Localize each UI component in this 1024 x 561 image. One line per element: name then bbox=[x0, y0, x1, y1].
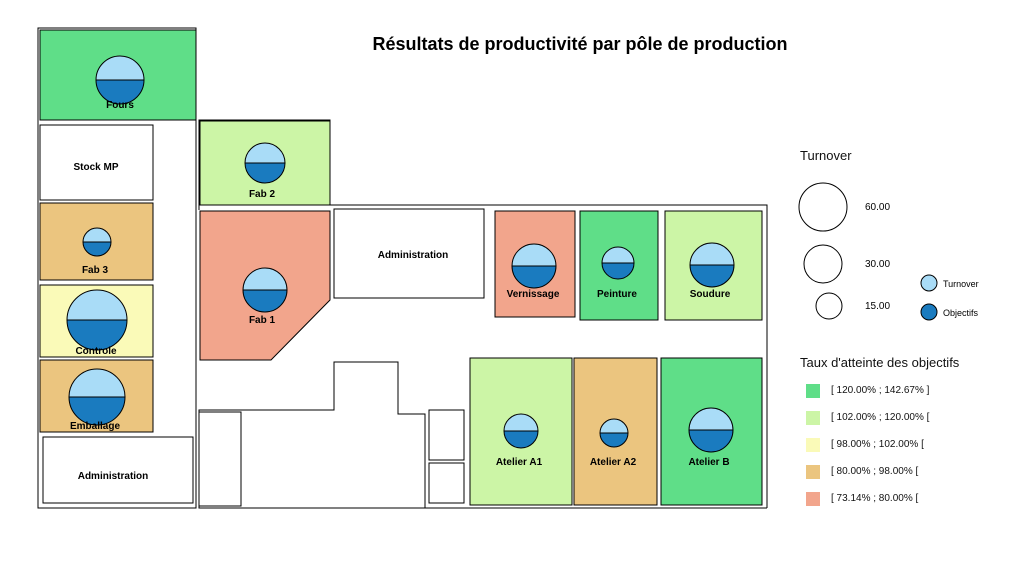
legend-class-label: [ 120.00% ; 142.67% ] bbox=[831, 385, 930, 396]
zone-stock-mp: Stock MP bbox=[39, 124, 154, 201]
legend-class-swatch bbox=[806, 465, 820, 479]
zone-label: Soudure bbox=[690, 289, 731, 300]
zone-atelier-a1: Atelier A1 bbox=[469, 357, 573, 506]
objectifs-half-circle bbox=[688, 429, 734, 453]
objectifs-half-circle bbox=[82, 241, 112, 257]
zone-peinture: Peinture bbox=[579, 210, 659, 321]
zone-label: Fours bbox=[106, 100, 134, 111]
turnover-half-circle bbox=[66, 289, 128, 321]
objectifs-half-circle bbox=[66, 319, 128, 351]
turnover-half-circle bbox=[689, 242, 735, 266]
zone-administration: Administration bbox=[42, 436, 194, 504]
turnover-half-circle bbox=[82, 227, 112, 243]
objectifs-half-circle bbox=[68, 396, 126, 426]
zone-label: Emballage bbox=[70, 421, 120, 432]
zone-atelier-a2: Atelier A2 bbox=[573, 357, 658, 506]
zone-label: Peinture bbox=[597, 289, 637, 300]
legend-turnover-symbol bbox=[920, 274, 938, 292]
zone-atelier-b: Atelier B bbox=[660, 357, 763, 506]
turnover-half-circle bbox=[95, 55, 145, 81]
legend-size-circle-large bbox=[798, 182, 848, 232]
legend-turnover-label: Turnover bbox=[943, 279, 979, 289]
legend-size-circle-small bbox=[815, 292, 843, 320]
zone-label: Atelier A2 bbox=[590, 457, 637, 468]
zone-fours: Fours bbox=[39, 29, 197, 121]
zone-label: Atelier B bbox=[688, 457, 729, 468]
zone-controle: Controle bbox=[39, 284, 154, 358]
turnover-half-circle bbox=[68, 368, 126, 398]
zone-label: Atelier A1 bbox=[496, 457, 543, 468]
legend-class-label: [ 102.00% ; 120.00% [ bbox=[831, 412, 930, 423]
turnover-half-circle bbox=[244, 142, 286, 164]
legend-class-label: [ 98.00% ; 102.00% [ bbox=[831, 439, 924, 450]
legend-classes-heading: Taux d'atteinte des objectifs bbox=[800, 355, 960, 370]
legend-size-symbols: 60.00 30.00 15.00 Turnover Objectifs bbox=[798, 182, 979, 321]
objectifs-half-circle bbox=[689, 264, 735, 288]
zone-vernissage: Vernissage bbox=[494, 210, 576, 318]
legend-class-swatch bbox=[806, 438, 820, 452]
turnover-half-circle bbox=[511, 243, 557, 267]
legend-size-label-small: 15.00 bbox=[865, 301, 890, 312]
legend-objectifs-symbol bbox=[920, 303, 938, 321]
objectifs-half-circle bbox=[599, 432, 629, 448]
zone-area bbox=[42, 436, 194, 504]
turnover-half-circle bbox=[601, 246, 635, 264]
legend-size-label-large: 60.00 bbox=[865, 202, 890, 213]
legend-class-label: [ 80.00% ; 98.00% [ bbox=[831, 466, 919, 477]
legend-class-swatch bbox=[806, 411, 820, 425]
zone-fab-2: Fab 2 bbox=[199, 120, 331, 206]
zone-label: Controle bbox=[75, 346, 117, 357]
zone-area bbox=[333, 208, 485, 299]
turnover-half-circle bbox=[242, 267, 288, 291]
zone-fab-1: Fab 1 bbox=[199, 210, 331, 361]
map-title: Résultats de productivité par pôle de pr… bbox=[372, 34, 788, 54]
turnover-half-circle bbox=[688, 407, 734, 431]
objectifs-half-circle bbox=[95, 79, 145, 105]
zone-soudure: Soudure bbox=[664, 210, 763, 321]
turnover-half-circle bbox=[599, 418, 629, 434]
turnover-half-circle bbox=[503, 413, 539, 432]
legend-objectifs-label: Objectifs bbox=[943, 308, 979, 318]
zone-administration: Administration bbox=[333, 208, 485, 299]
building-outline-right bbox=[198, 361, 426, 509]
zone-label: Fab 3 bbox=[82, 265, 109, 276]
objectifs-half-circle bbox=[601, 262, 635, 280]
zone-label: Administration bbox=[78, 471, 149, 482]
zone-label: Administration bbox=[378, 250, 449, 261]
zone-label: Vernissage bbox=[507, 289, 560, 300]
objectifs-half-circle bbox=[244, 162, 286, 184]
legend-class-swatch bbox=[806, 384, 820, 398]
legend-class-label: [ 73.14% ; 80.00% [ bbox=[831, 493, 919, 504]
zone-label: Stock MP bbox=[73, 162, 118, 173]
zone-area bbox=[39, 124, 154, 201]
zone-fab-3: Fab 3 bbox=[39, 202, 154, 281]
legend-size-circle-medium bbox=[803, 244, 843, 284]
objectifs-half-circle bbox=[503, 430, 539, 449]
zone-label: Fab 1 bbox=[249, 315, 276, 326]
legend-class-swatch bbox=[806, 492, 820, 506]
zone-label: Fab 2 bbox=[249, 189, 276, 200]
building-outline-left bbox=[37, 27, 197, 509]
legend-size-heading: Turnover bbox=[800, 148, 852, 163]
legend-size-label-medium: 30.00 bbox=[865, 259, 890, 270]
objectifs-half-circle bbox=[242, 289, 288, 313]
zone-emballage: Emballage bbox=[39, 359, 154, 433]
objectifs-half-circle bbox=[511, 265, 557, 289]
